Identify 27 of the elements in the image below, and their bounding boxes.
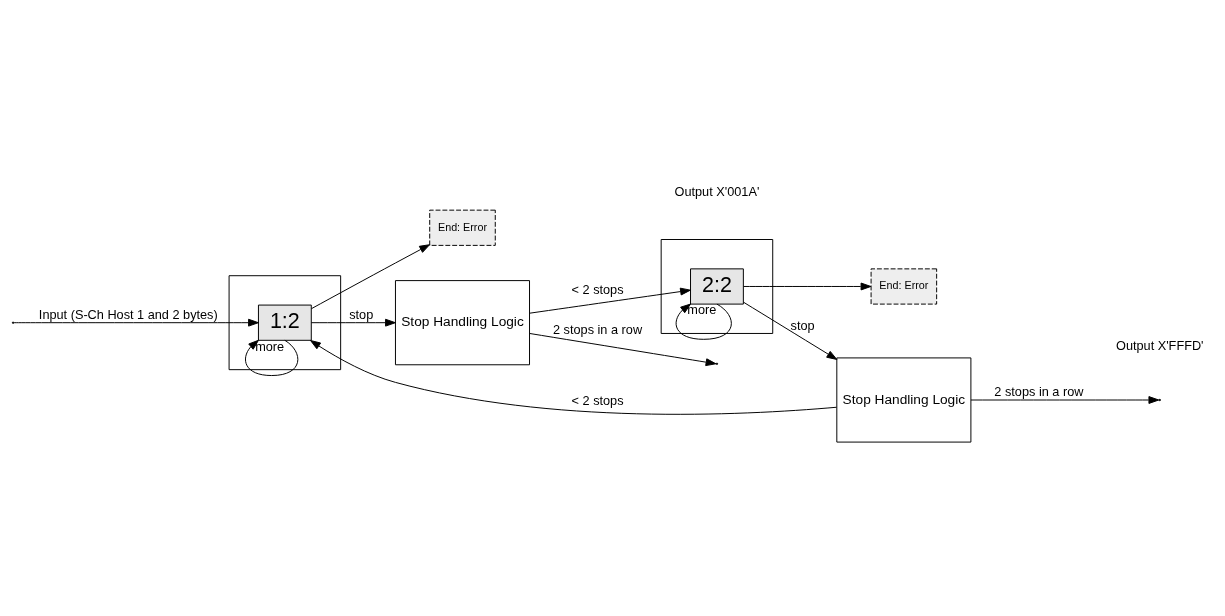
arrow bbox=[970, 395, 1160, 404]
cluster bbox=[660, 238, 774, 334]
edge-label: Input (S-Ch Host 1 and 2 bytes) bbox=[38, 306, 218, 322]
arrow bbox=[13, 318, 259, 327]
arrow bbox=[743, 282, 872, 290]
edge-label: 2 stops in a row bbox=[553, 321, 643, 337]
arrow bbox=[743, 301, 838, 360]
node-box: Stop Handling Logic bbox=[836, 356, 972, 443]
cluster bbox=[228, 274, 342, 370]
node-box: Stop Handling Logic bbox=[394, 279, 530, 365]
label: Output X'001A' bbox=[674, 183, 760, 199]
arrow bbox=[311, 243, 431, 309]
edge-label: stop bbox=[790, 317, 815, 333]
edge-label: 2 stops in a row bbox=[994, 383, 1084, 399]
node-box: 2:2 bbox=[690, 267, 744, 305]
edge-label: < 2 stops bbox=[571, 392, 624, 408]
node-box: End: Error bbox=[870, 267, 938, 305]
node-box: End: Error bbox=[429, 209, 496, 246]
edge-label: stop bbox=[349, 306, 374, 322]
node-box: 1:2 bbox=[257, 304, 312, 341]
arrow bbox=[310, 318, 396, 327]
arrow bbox=[529, 287, 691, 314]
arrow bbox=[675, 303, 732, 340]
label: Output X'FFFD' bbox=[1116, 337, 1204, 353]
edge-label: < 2 stops bbox=[571, 281, 624, 297]
arrow bbox=[245, 339, 299, 376]
arrow bbox=[310, 339, 838, 415]
